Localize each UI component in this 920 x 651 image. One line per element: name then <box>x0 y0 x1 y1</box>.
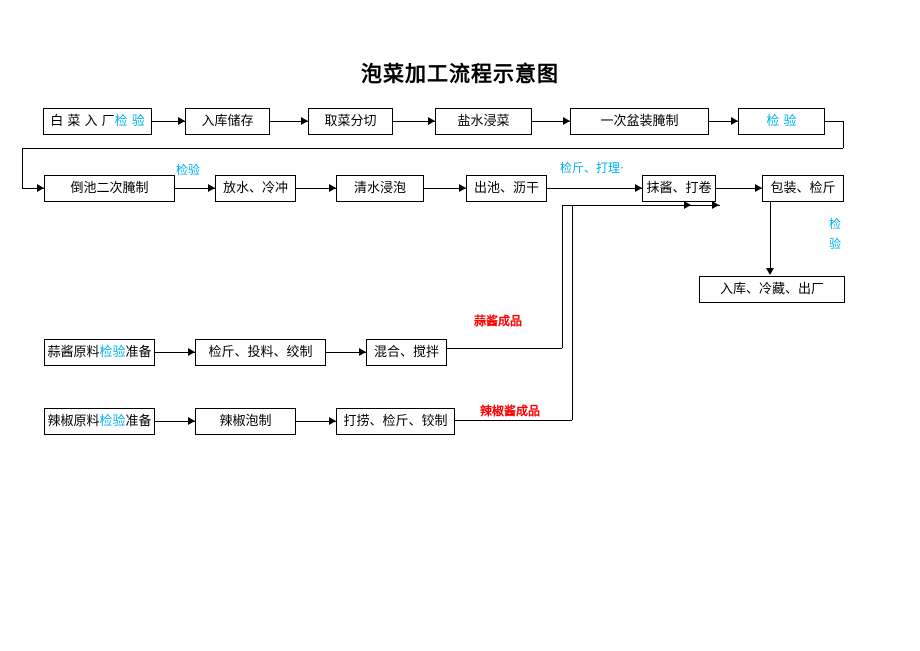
connector-chili-into-roll <box>572 205 720 206</box>
annotation-inspection-final-line1: 检 <box>828 217 841 231</box>
connector-wrap-enter <box>22 188 44 189</box>
arrow-pack-down <box>766 268 774 275</box>
connector-c-2 <box>296 421 336 422</box>
connector-r2-3 <box>424 188 466 189</box>
arrow-r2-2 <box>329 184 336 192</box>
connector-r1-3 <box>393 121 435 122</box>
box-text: 辣椒泡制 <box>219 414 272 429</box>
process-box-store-refrigerate-ship[interactable]: 入库、冷藏、出厂 <box>699 276 845 303</box>
process-box-brine-soak[interactable]: 盐水浸菜 <box>435 108 532 135</box>
box-text: 放水、冷冲 <box>222 181 288 196</box>
inspection-text: 检验 <box>99 414 126 429</box>
process-box-warehouse-storage[interactable]: 入库储存 <box>185 108 270 135</box>
arrow-c-1 <box>188 417 195 425</box>
process-box-first-vat-pickling[interactable]: 一次盆装腌制 <box>570 108 709 135</box>
process-box-spread-sauce-roll[interactable]: 抹酱、打卷 <box>642 175 716 202</box>
arrow-c-2 <box>329 417 336 425</box>
process-box-garlic-material-prep[interactable]: 蒜酱原料检验准备 <box>44 339 155 366</box>
process-box-chili-material-prep[interactable]: 辣椒原料检验准备 <box>44 408 155 435</box>
page-title: 泡菜加工流程示意图 <box>361 61 559 86</box>
box-text: 抹酱、打卷 <box>646 181 712 196</box>
connector-c-1 <box>155 421 195 422</box>
box-text: 蒜酱原料 <box>47 345 100 360</box>
process-box-packaging-weigh[interactable]: 包装、检斤 <box>762 175 844 202</box>
annotation-inspection-handling: 检斤、打理· <box>560 161 624 175</box>
arrow-r2-5 <box>755 184 762 192</box>
connector-chili-out <box>455 420 572 421</box>
annotation-inspection-final-line2: 验 <box>828 237 841 251</box>
connector-wrap-out <box>825 121 843 122</box>
arrow-r1-3 <box>428 117 435 125</box>
arrow-r1-1 <box>178 117 185 125</box>
connector-r1-5 <box>709 121 738 122</box>
connector-wrap-in <box>22 148 23 188</box>
box-text: 出池、沥干 <box>473 181 539 196</box>
annotation-garlic-product: 蒜酱成品 <box>474 314 523 328</box>
annotation-inspection-row2: 检验 <box>176 163 201 177</box>
connector-pack-down <box>770 202 771 272</box>
box-text-suffix: 准备 <box>125 414 152 429</box>
inspection-text: 检 验 <box>114 114 145 129</box>
box-text: 辣椒原料 <box>47 414 100 429</box>
process-box-inspection-1[interactable]: 检 验 <box>738 108 825 135</box>
box-text: 检斤、投料、绞制 <box>208 345 313 360</box>
box-text-suffix: 准备 <box>125 345 152 360</box>
connector-r2-5 <box>716 188 762 189</box>
arrow-wrap-enter <box>37 184 44 192</box>
annotation-chili-product: 辣椒酱成品 <box>480 404 541 418</box>
connector-wrap-back <box>22 148 843 149</box>
arrow-g-2 <box>359 348 366 356</box>
connector-r2-1 <box>175 188 215 189</box>
connector-r1-1 <box>152 121 185 122</box>
box-text: 入库储存 <box>201 114 254 129</box>
connector-chili-riser <box>572 205 573 420</box>
arrow-r1-4 <box>563 117 570 125</box>
process-box-garlic-mix-stir[interactable]: 混合、搅拌 <box>366 339 447 366</box>
arrow-r2-4 <box>635 184 642 192</box>
box-text: 打捞、检斤、铰制 <box>343 414 448 429</box>
box-text: 白 菜 入 厂 <box>50 114 115 129</box>
connector-r1-2 <box>270 121 308 122</box>
arrow-chili-into-roll <box>712 201 719 209</box>
arrow-r2-1 <box>208 184 215 192</box>
connector-r1-4 <box>532 121 570 122</box>
box-text: 取菜分切 <box>324 114 377 129</box>
arrow-r1-5 <box>731 117 738 125</box>
process-box-clean-water-soak[interactable]: 清水浸泡 <box>336 175 424 202</box>
arrow-r2-3 <box>459 184 466 192</box>
box-text: 包装、检斤 <box>770 181 836 196</box>
process-box-chili-pickling[interactable]: 辣椒泡制 <box>195 408 296 435</box>
process-box-cut-vegetables[interactable]: 取菜分切 <box>308 108 393 135</box>
connector-garlic-out <box>447 348 562 349</box>
box-text: 盐水浸菜 <box>457 114 510 129</box>
box-text: 倒池二次腌制 <box>70 181 149 196</box>
process-box-cabbage-intake[interactable]: 白 菜 入 厂 检 验 <box>43 108 152 135</box>
connector-g-2 <box>326 352 366 353</box>
connector-r2-4 <box>547 188 642 189</box>
process-box-out-of-vat-drain[interactable]: 出池、沥干 <box>466 175 547 202</box>
connector-r2-2 <box>296 188 336 189</box>
box-text: 一次盆装腌制 <box>600 114 679 129</box>
box-text: 入库、冷藏、出厂 <box>719 282 824 297</box>
arrow-g-1 <box>188 348 195 356</box>
connector-garlic-riser <box>562 205 563 348</box>
process-box-garlic-weigh-feed-grind[interactable]: 检斤、投料、绞制 <box>195 339 326 366</box>
box-text: 清水浸泡 <box>353 181 406 196</box>
connector-wrap-down <box>843 121 844 148</box>
process-box-drain-cool-rinse[interactable]: 放水、冷冲 <box>215 175 296 202</box>
inspection-text: 检 验 <box>766 114 797 129</box>
process-box-chili-fish-weigh-grind[interactable]: 打捞、检斤、铰制 <box>336 408 455 435</box>
connector-g-1 <box>155 352 195 353</box>
process-box-second-pickling[interactable]: 倒池二次腌制 <box>44 175 175 202</box>
inspection-text: 检验 <box>99 345 126 360</box>
box-text: 混合、搅拌 <box>373 345 439 360</box>
arrow-r1-2 <box>301 117 308 125</box>
